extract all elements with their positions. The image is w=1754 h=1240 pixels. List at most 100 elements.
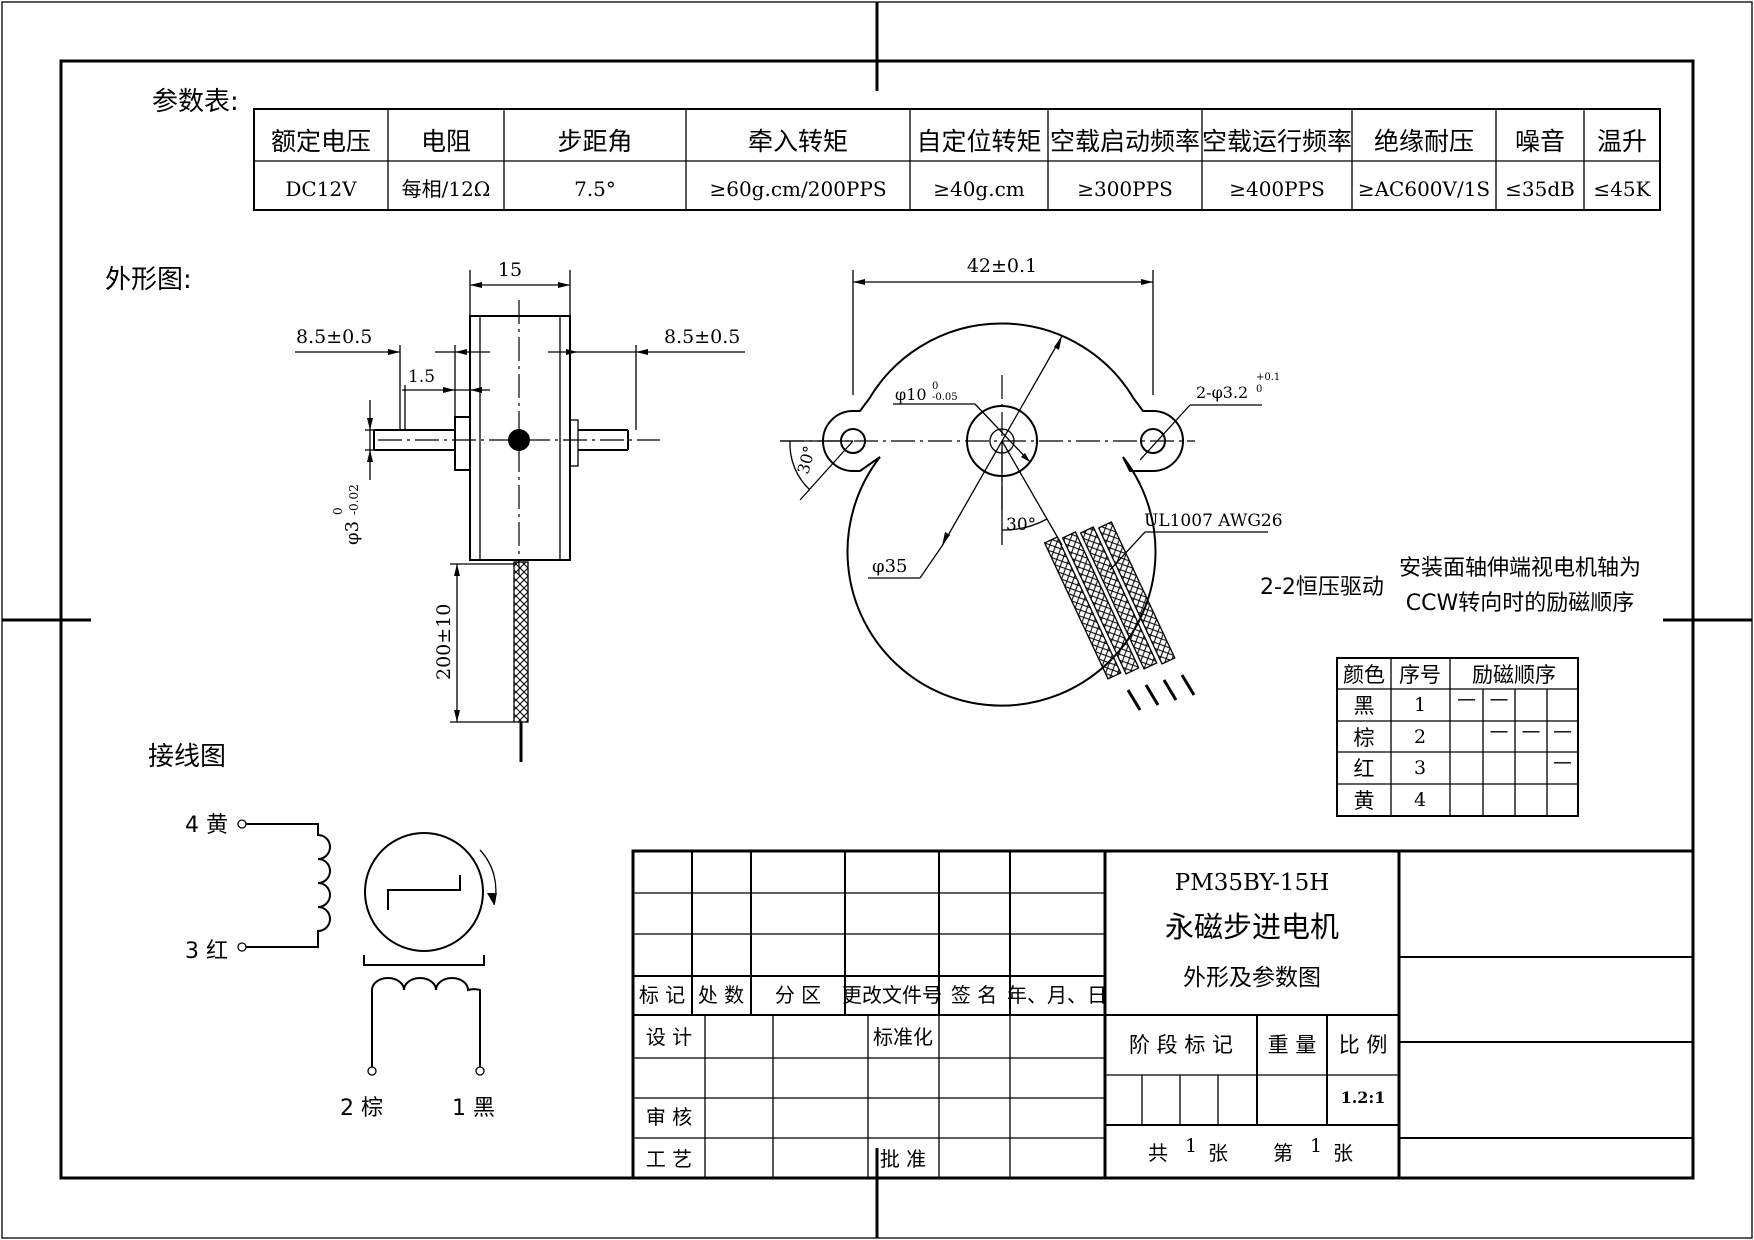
param-header-9: 温升 — [1597, 127, 1647, 156]
side-center-dot — [508, 429, 530, 451]
wiring-diagram: 接线图 4 黄 3 红 2 棕 1 黑 — [148, 742, 497, 1121]
dim-width: 15 — [498, 259, 522, 281]
revision-label-0: 标 记 — [639, 983, 685, 1007]
sheet-no-label: 第 — [1273, 1141, 1293, 1165]
seq-num-1: 1 — [1414, 694, 1426, 716]
ratio-label: 比 例 — [1339, 1033, 1388, 1057]
sheets-total-unit: 张 — [1208, 1141, 1228, 1165]
param-header-2: 步距角 — [557, 127, 632, 156]
drawing-subtitle: 外形及参数图 — [1183, 965, 1321, 991]
wiring-title: 接线图 — [148, 742, 226, 772]
param-value-2: 7.5° — [574, 177, 616, 201]
lead-label-3: 3 红 — [185, 939, 228, 964]
drive-note-line2: CCW转向时的励磁顺序 — [1406, 591, 1634, 616]
seq-dash: — — [1457, 688, 1476, 710]
param-header-1: 电阻 — [421, 127, 471, 156]
seq-dash: — — [1490, 720, 1509, 742]
sheet-no: 1 — [1310, 1135, 1322, 1157]
seq-color-4: 黄 — [1354, 789, 1375, 813]
dim-boss-dia: φ10 — [895, 385, 927, 404]
drive-note-line1: 安装面轴伸端视电机轴为 — [1399, 556, 1641, 581]
dim-step: 1.5 — [408, 367, 435, 387]
revision-label-4: 签 名 — [951, 983, 997, 1007]
param-header-6: 空载运行频率 — [1202, 127, 1352, 156]
role-label-1: 标准化 — [873, 1025, 933, 1049]
param-header-7: 绝缘耐压 — [1374, 127, 1474, 156]
rotor-symbol — [364, 832, 484, 952]
angle-wire: 30° — [1006, 515, 1036, 535]
weight-label: 重 量 — [1268, 1033, 1317, 1057]
dim-span: 42±0.1 — [967, 255, 1037, 277]
outline-title: 外形图: — [105, 265, 192, 295]
param-value-4: ≥40g.cm — [933, 177, 1025, 201]
seq-color-1: 黑 — [1354, 694, 1375, 718]
sheets-total-label: 共 — [1148, 1141, 1168, 1165]
param-header-4: 自定位转矩 — [916, 127, 1041, 156]
revision-label-2: 分 区 — [775, 983, 821, 1007]
model-number: PM35BY-15H — [1175, 870, 1330, 896]
param-header-5: 空载启动频率 — [1050, 127, 1200, 156]
dim-boss-tol-low: -0.05 — [932, 392, 958, 403]
angle-left: 30° — [794, 444, 820, 476]
dim-shaft-dia: φ3 — [342, 521, 363, 545]
dim-holes: 2-φ3.2 — [1196, 383, 1248, 402]
dim-body-dia: φ35 — [872, 556, 908, 577]
param-value-5: ≥300PPS — [1077, 177, 1173, 201]
lead-label-2: 2 棕 — [340, 1096, 383, 1121]
seq-color-2: 棕 — [1354, 726, 1375, 750]
param-value-7: ≥AC600V/1S — [1358, 177, 1490, 201]
seq-header-2: 励磁顺序 — [1472, 663, 1556, 687]
revision-label-3: 更改文件号 — [842, 983, 942, 1007]
param-value-0: DC12V — [285, 177, 357, 201]
params-title: 参数表: — [152, 87, 239, 117]
revision-label-5: 年、月、日 — [1007, 983, 1107, 1007]
wire-leads — [1043, 521, 1196, 711]
seq-num-4: 4 — [1414, 789, 1426, 811]
dim-left-ext: 8.5±0.5 — [296, 326, 372, 348]
seq-dash: — — [1522, 720, 1541, 742]
role-label-0: 设 计 — [646, 1025, 692, 1049]
drive-mode: 2-2恒压驱动 — [1260, 575, 1384, 600]
role-label-2: 审 核 — [646, 1105, 692, 1129]
lead-label-4: 4 黄 — [185, 813, 228, 838]
lead-wire-bundle — [513, 561, 529, 723]
seq-dash: — — [1553, 720, 1572, 742]
dim-shaft-tol-low: -0.02 — [347, 484, 361, 515]
stage-label: 阶 段 标 记 — [1129, 1033, 1233, 1057]
revision-label-1: 处 数 — [698, 983, 744, 1007]
product-name: 永磁步进电机 — [1165, 910, 1339, 944]
sheet-no-unit: 张 — [1333, 1141, 1353, 1165]
seq-color-3: 红 — [1354, 757, 1375, 781]
dim-holes-tol-up: +0.1 — [1256, 372, 1280, 383]
dim-lead-length: 200±10 — [433, 604, 455, 680]
param-header-8: 噪音 — [1515, 127, 1565, 156]
seq-num-3: 3 — [1414, 757, 1426, 779]
dim-right-ext: 8.5±0.5 — [664, 326, 740, 348]
seq-dash: — — [1553, 751, 1572, 773]
seq-header-0: 颜色 — [1343, 663, 1385, 687]
sheets-total: 1 — [1185, 1135, 1197, 1157]
dim-holes-tol-low: 0 — [1256, 384, 1262, 395]
front-view: 42±0.1 φ35 φ10 0 -0.05 2-φ3.2 +0.1 0 30°… — [780, 255, 1283, 711]
dim-boss-tol-up: 0 — [932, 381, 938, 392]
seq-num-2: 2 — [1414, 726, 1426, 748]
lead-label-1: 1 黑 — [452, 1096, 495, 1121]
param-value-6: ≥400PPS — [1229, 177, 1325, 201]
title-block: 标 记处 数 分 区更改文件号签 名年、月、日 设 计 标准化审 核工 艺 批 准 P… — [631, 849, 1695, 1180]
wire-spec: UL1007 AWG26 — [1144, 511, 1283, 531]
role-label-4: 批 准 — [880, 1147, 926, 1171]
param-value-9: ≤45K — [1593, 177, 1651, 201]
param-header-3: 牵入转矩 — [748, 127, 848, 156]
dim-shaft-tol-up: 0 — [331, 507, 345, 515]
param-value-1: 每相/12Ω — [402, 177, 491, 201]
param-value-3: ≥60g.cm/200PPS — [709, 177, 886, 201]
param-value-8: ≤35dB — [1505, 177, 1575, 201]
param-header-0: 额定电压 — [271, 127, 371, 156]
role-label-3: 工 艺 — [646, 1147, 692, 1171]
side-view: 15 8.5±0.5 8.5±0.5 1.5 φ3 0 -0.02 20 — [295, 259, 745, 762]
seq-dash: — — [1490, 688, 1509, 710]
ratio-value: 1.2:1 — [1341, 1088, 1386, 1107]
